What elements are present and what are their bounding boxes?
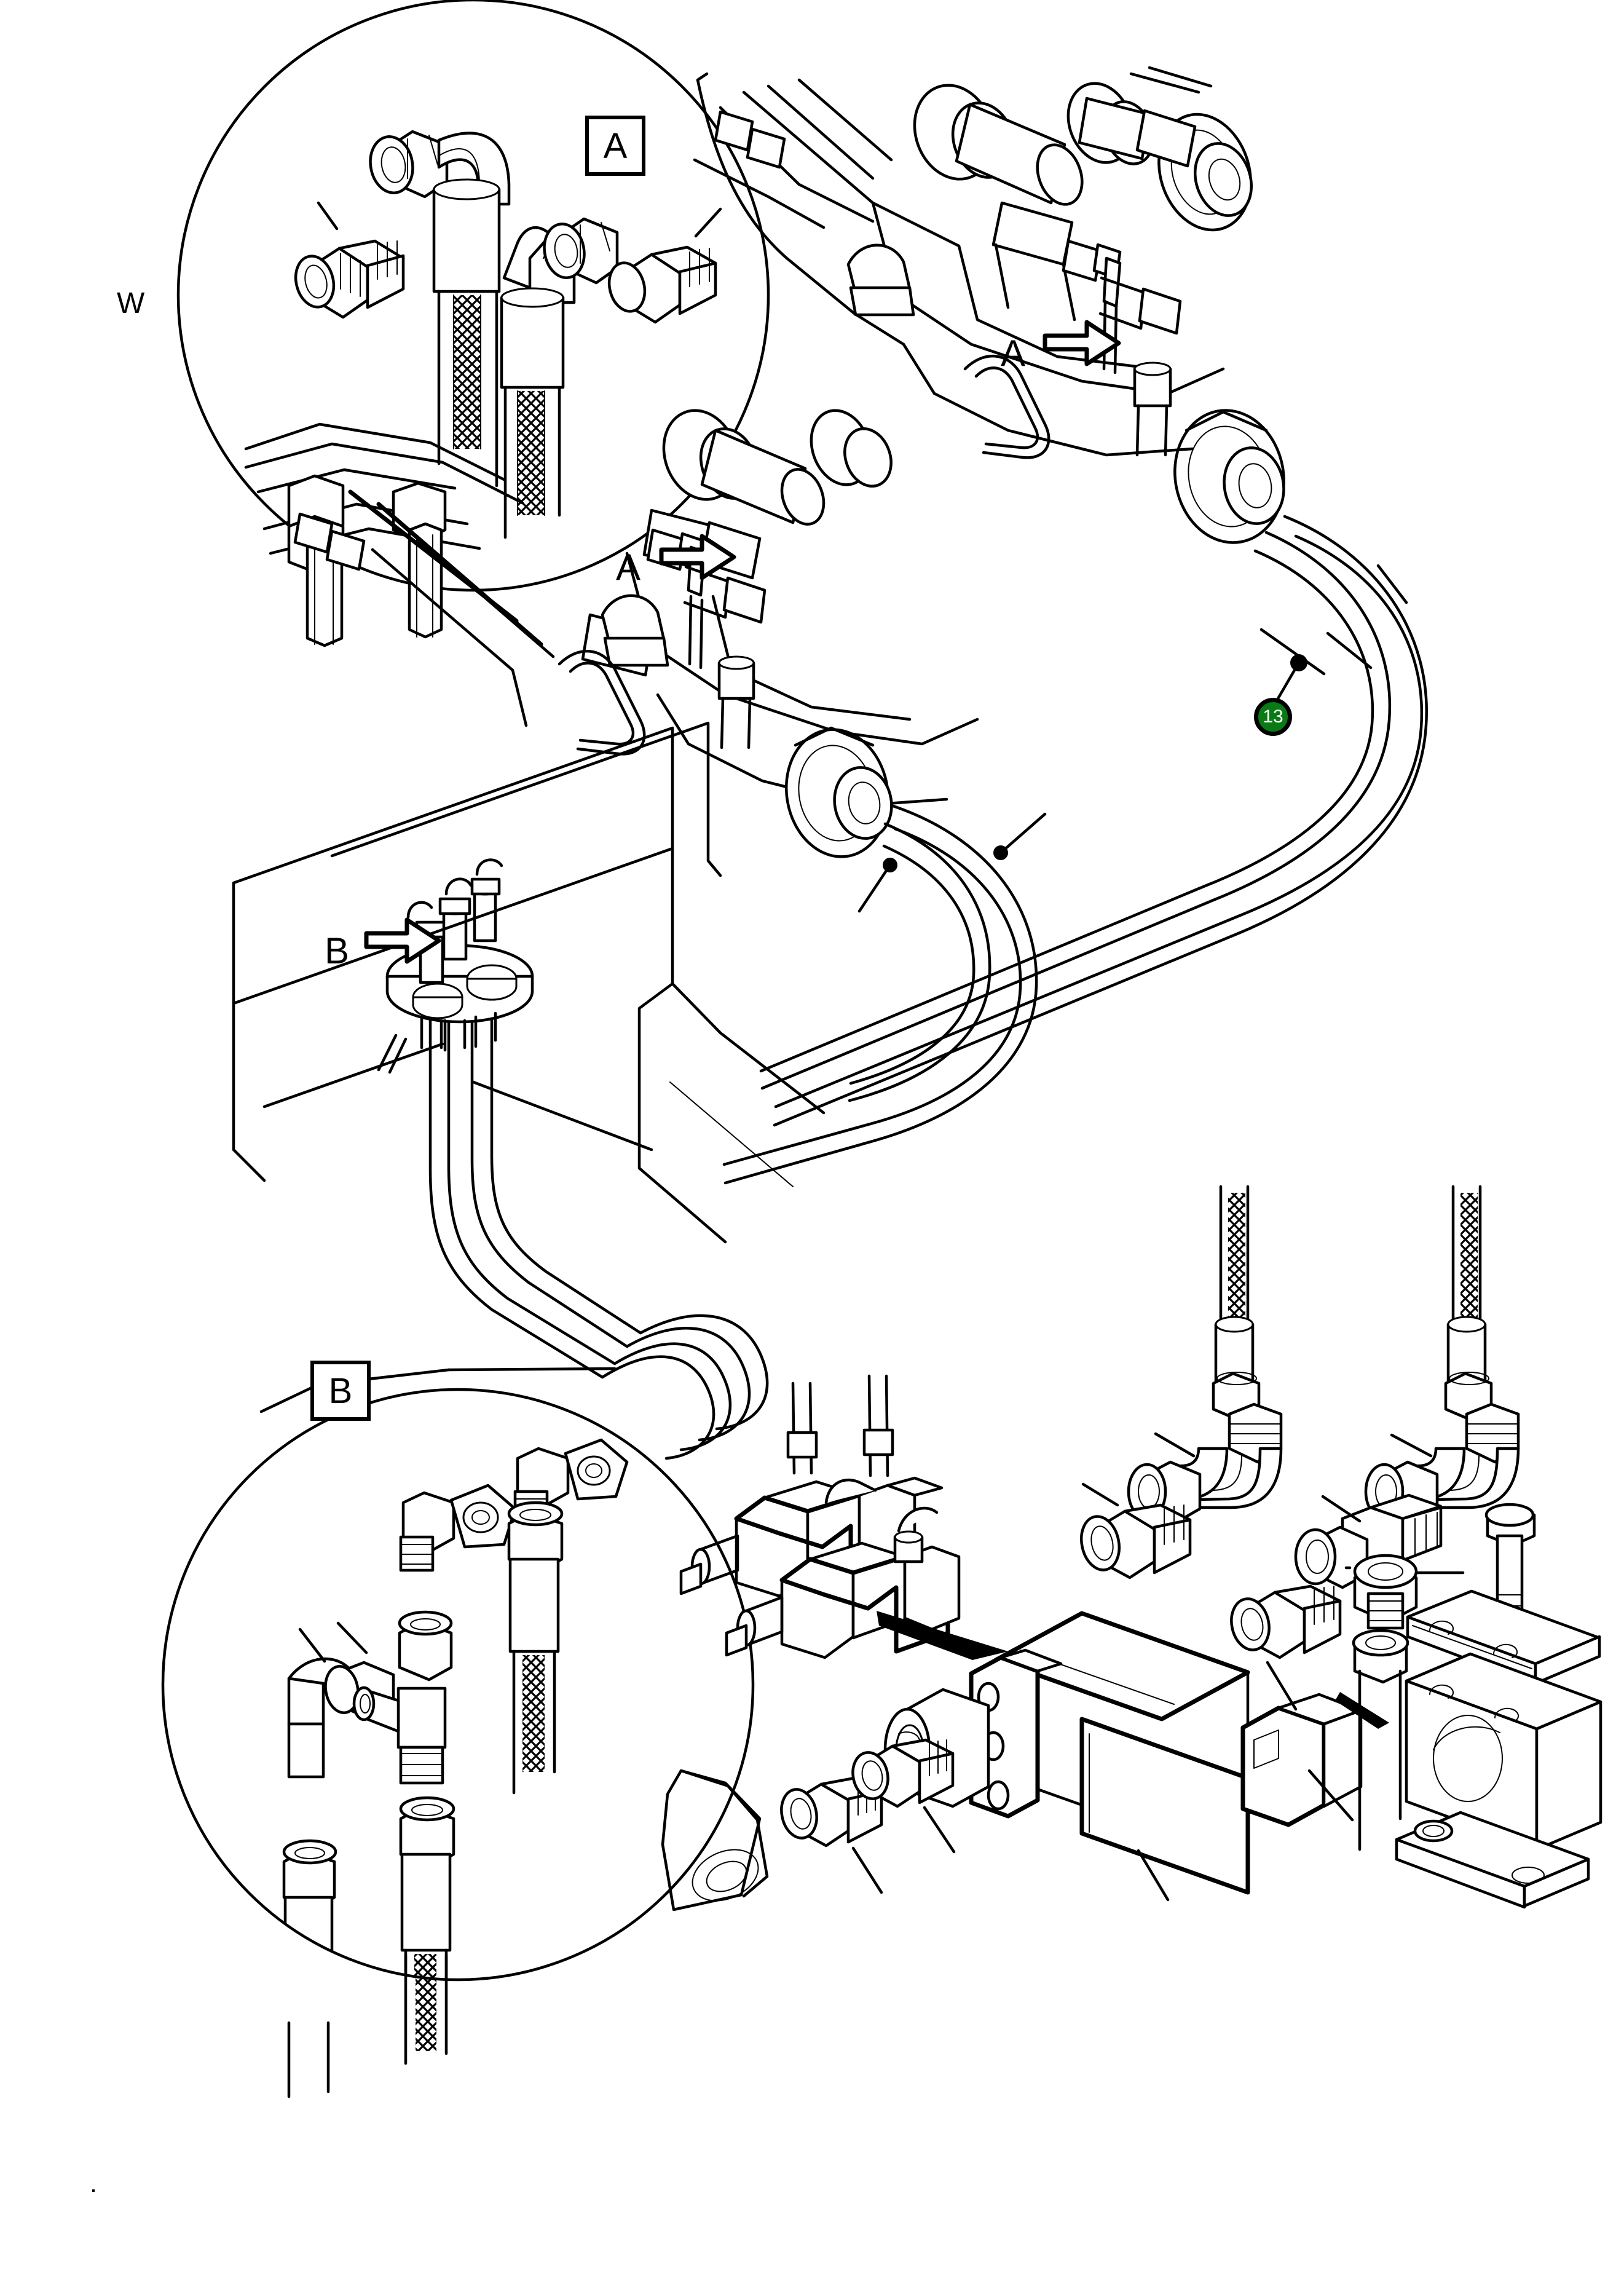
tee-fitting-b [336, 1610, 453, 1785]
union-fitting-lower-2 [851, 1738, 956, 1854]
adapter-nipple-a2 [607, 207, 722, 324]
callout-arrow-a-lower [659, 534, 736, 580]
callout-arrow-a-upper [1043, 320, 1121, 366]
hex-plate-part [661, 1769, 769, 1911]
bell-housing-upper [1173, 409, 1285, 544]
injector-pumps [287, 474, 447, 647]
detail-box-b-label[interactable]: B [310, 1361, 371, 1421]
detail-box-a-label[interactable]: A [585, 116, 645, 176]
adapter-nipple-left-part [1080, 1482, 1192, 1579]
adapter-nipple-center-part [1230, 1584, 1342, 1711]
bracket-a-upper [1062, 239, 1182, 335]
clamp-body-part [1405, 1652, 1602, 1851]
elbow-assembly-a1 [369, 130, 511, 488]
hex-plug-lower-part [1335, 1629, 1409, 1851]
valve-cover-lower [662, 409, 893, 526]
callout-letter-b: B [325, 930, 350, 971]
hose-end-bottom [287, 1953, 448, 2098]
engine-assembly-upper [693, 66, 1285, 544]
plug-bolt-part [1344, 1554, 1465, 1630]
plate-hose-studs [406, 858, 503, 984]
swivel-plate-assembly [232, 721, 826, 1244]
union-fitting-lower-1 [780, 1776, 883, 1894]
detail-view-a [294, 130, 722, 539]
detail-circle-a [176, 0, 770, 592]
callout-arrow-b [364, 917, 441, 964]
sheet-code-label: W [117, 287, 146, 320]
elbow-fitting-left-part [1127, 1402, 1283, 1524]
braided-hose-right-part [1444, 1185, 1493, 1422]
hose-end-b2 [399, 1796, 455, 1980]
adapter-nipple-a1 [294, 201, 405, 319]
engine-assembly-lower [244, 409, 979, 858]
clamp-base-plate-part [1395, 1811, 1590, 1909]
main-hose-routing [428, 515, 1428, 1477]
turbo-housing-upper [1157, 113, 1253, 232]
elbow-fitting-right-part [1364, 1402, 1520, 1524]
callout-letter-a-upper: A [1001, 333, 1026, 374]
part-callout-badge-13[interactable]: 13 [1254, 698, 1292, 736]
bell-housing-lower [785, 726, 893, 858]
braided-hose-left-part [1212, 1185, 1261, 1422]
solenoid-valve-pair [679, 1476, 1008, 1660]
detail-view-b [282, 1438, 629, 1980]
elbow-b2 [399, 1484, 517, 1572]
hydraulic-cylinder [883, 1611, 1363, 1902]
hose-end-b1 [507, 1501, 564, 1795]
detail-circle-b [161, 1388, 755, 1982]
callout-letter-a-lower: A [616, 547, 641, 588]
elbow-assembly-a2 [500, 217, 619, 539]
